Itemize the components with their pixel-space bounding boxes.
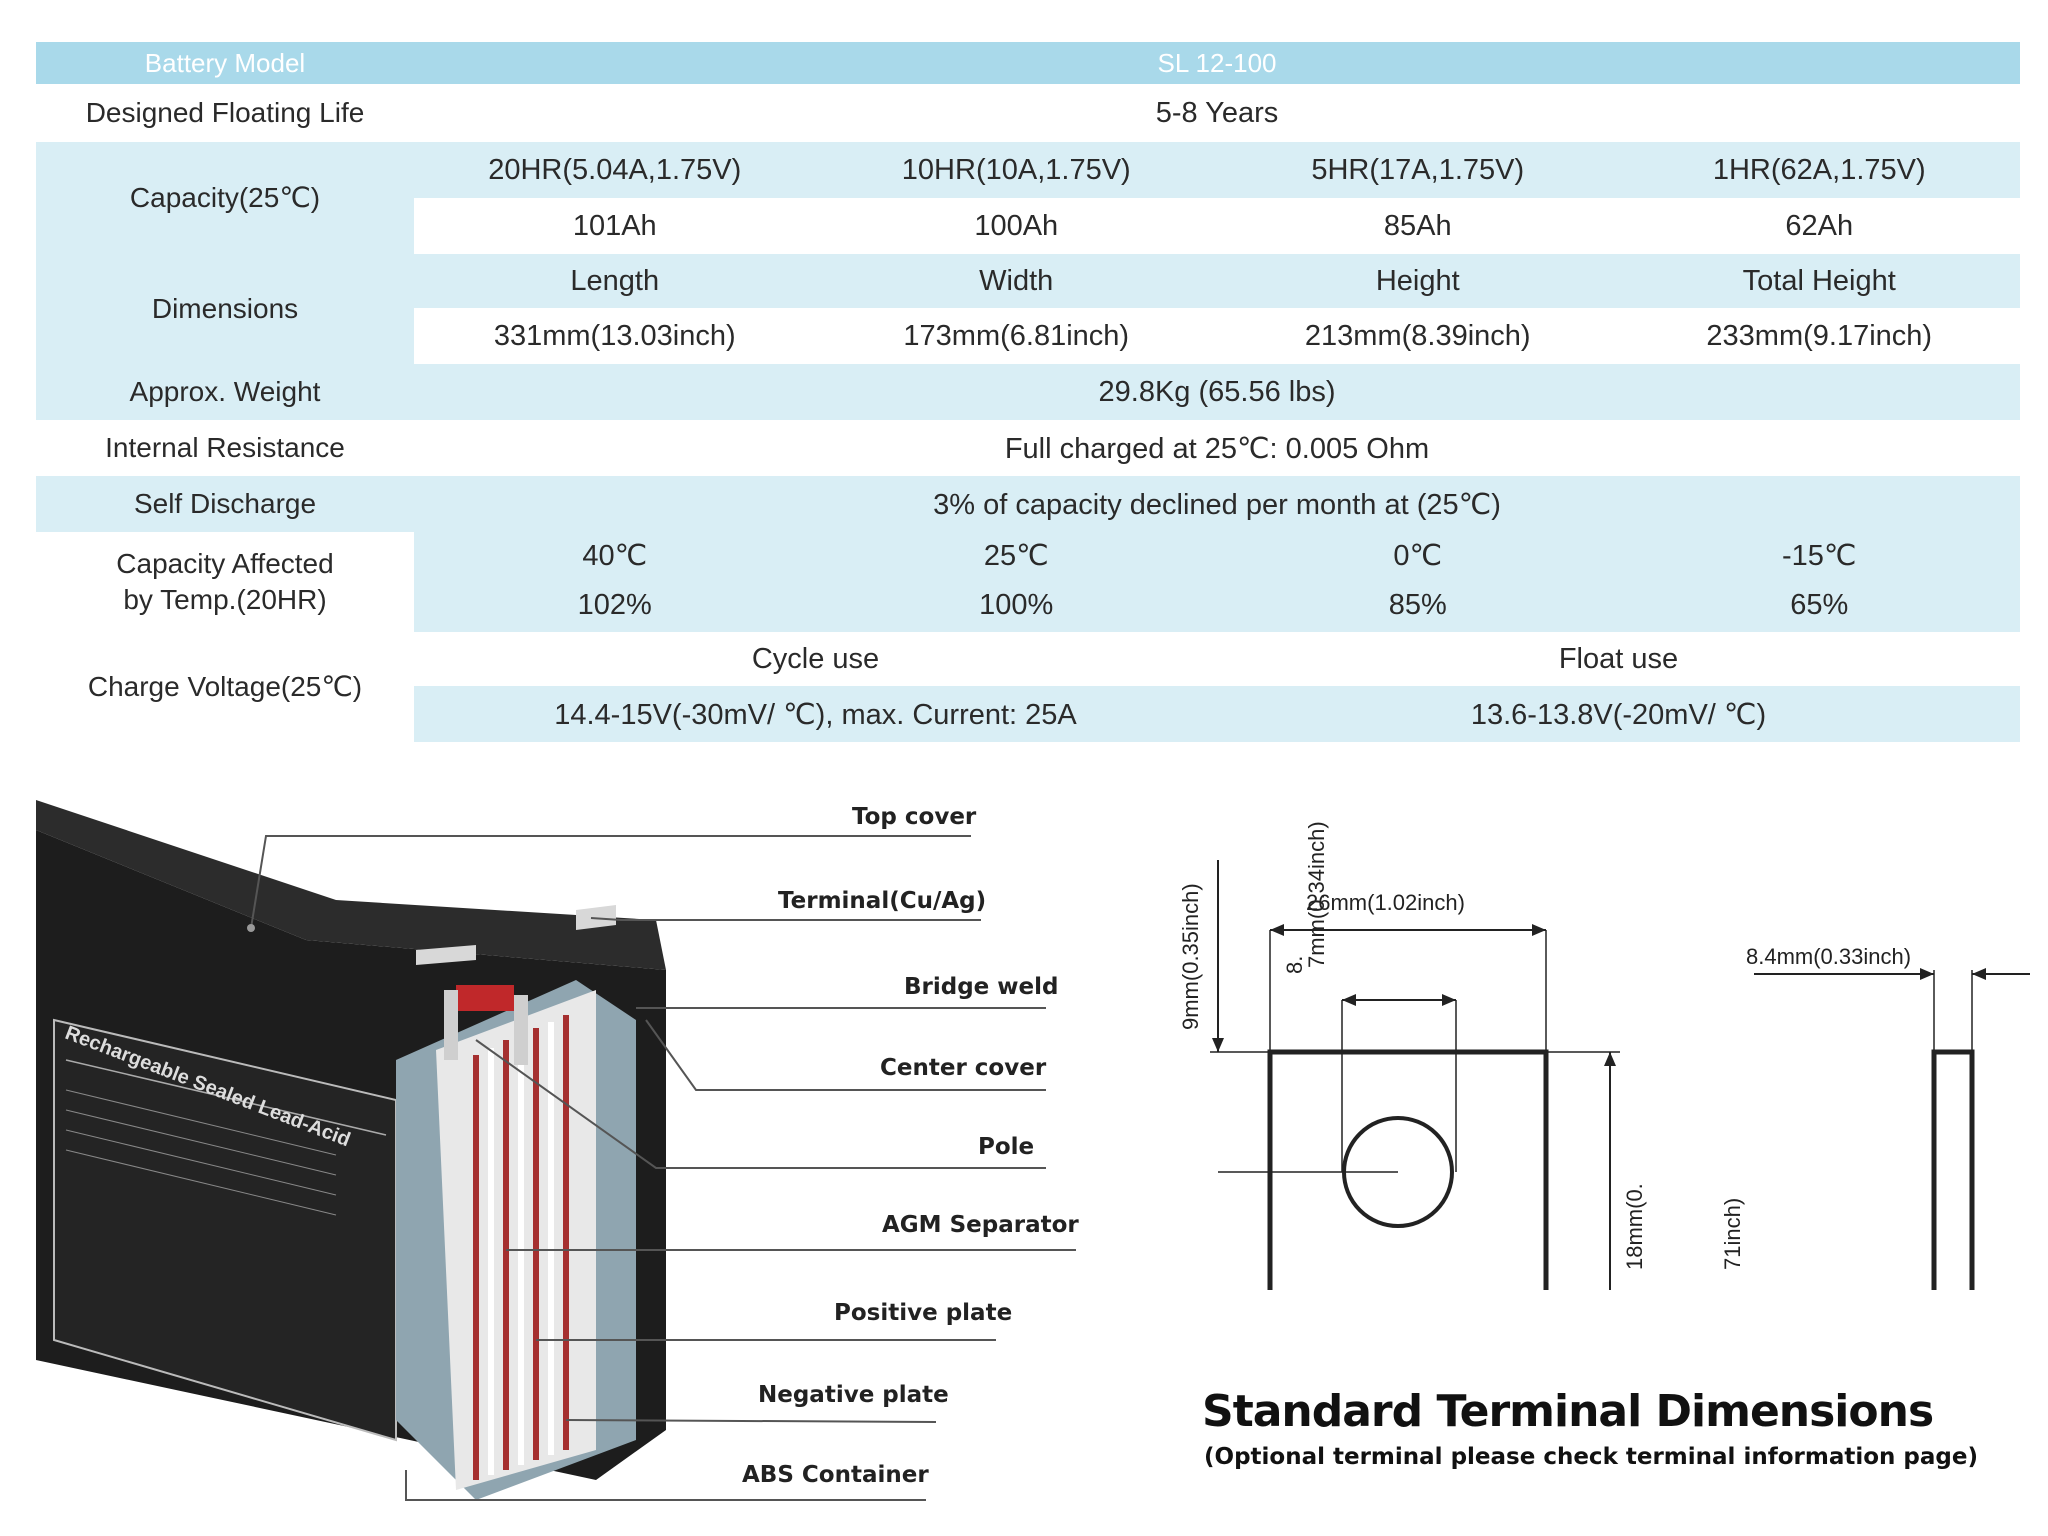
battery-cutaway-drawing [36, 800, 1076, 1501]
capacity-rate: 20HR(5.04A,1.75V) [488, 153, 742, 186]
battery-cutaway-illustration: Top cover Terminal(Cu/Ag) Bridge weld Ce… [36, 800, 1086, 1510]
dim-top-label: 9mm(0.35inch) [1178, 883, 1203, 1030]
capacity-rate: 10HR(10A,1.75V) [901, 153, 1131, 186]
spec-table: Battery Model SL 12-100 Designed Floatin… [36, 42, 2020, 742]
charge-mode: Float use [1558, 642, 1679, 675]
row-capacity: Capacity(25℃) 20HR(5.04A,1.75V) 10HR(10A… [36, 142, 2020, 254]
temp-value: 0℃ [1393, 539, 1443, 572]
floating-life-value: 5-8 Years [1155, 96, 1279, 129]
capacity-value: 85Ah [1383, 209, 1452, 242]
row-charge-voltage: Charge Voltage(25℃) Cycle use Float use … [36, 632, 2020, 742]
weight-value: 29.8Kg (65.56 lbs) [1098, 375, 1336, 408]
terminal-drawing [1183, 860, 2030, 1335]
dim-hole-label-b: 7mm(0.34inch) [1304, 821, 1329, 968]
dimension-name: Length [570, 264, 660, 297]
row-temp-capacity: Capacity Affected by Temp.(20HR) 40℃ 25℃… [36, 532, 2020, 632]
dimension-name: Total Height [1742, 264, 1896, 297]
capacity-value: 100Ah [974, 209, 1059, 242]
part-label: Top cover [852, 804, 977, 830]
part-label: Center cover [880, 1055, 1047, 1081]
part-label: ABS Container [742, 1462, 929, 1488]
temp-value: -15℃ [1782, 539, 1857, 572]
row-resistance: Internal Resistance Full charged at 25℃:… [36, 420, 2020, 476]
temp-percent: 102% [577, 588, 652, 621]
temp-value: 25℃ [983, 539, 1049, 572]
row-dimensions: Dimensions Length Width Height Total Hei… [36, 254, 2020, 364]
charge-value: 14.4-15V(-30mV/ ℃), max. Current: 25A [554, 698, 1077, 731]
floating-life-label: Designed Floating Life [85, 97, 365, 128]
dimension-value: 331mm(13.03inch) [493, 319, 736, 352]
row-weight: Approx. Weight 29.8Kg (65.56 lbs) [36, 364, 2020, 420]
dimension-value: 213mm(8.39inch) [1304, 319, 1531, 352]
dimension-name: Height [1375, 264, 1460, 297]
row-floating-life: Designed Floating Life 5-8 Years [36, 84, 2020, 142]
row-self-discharge: Self Discharge 3% of capacity declined p… [36, 476, 2020, 532]
table-header: Battery Model SL 12-100 [36, 42, 2020, 84]
terminal-diagram: 26mm(1.02inch) 9mm(0.35inch) 8. 7mm(0.34… [1170, 790, 2030, 1335]
dim-width-label: 26mm(1.02inch) [1306, 890, 1465, 915]
dimension-value: 173mm(6.81inch) [903, 319, 1130, 352]
part-label: Terminal(Cu/Ag) [778, 888, 987, 914]
weight-label: Approx. Weight [129, 376, 321, 407]
part-label: Negative plate [758, 1382, 949, 1408]
dimension-name: Width [979, 264, 1054, 297]
dimensions-label: Dimensions [151, 292, 299, 324]
part-label: Pole [978, 1134, 1035, 1160]
charge-voltage-label: Charge Voltage(25℃) [87, 670, 363, 702]
dim-height-label-b: 71inch) [1720, 1197, 1745, 1270]
part-label: AGM Separator [882, 1212, 1079, 1238]
temp-percent: 85% [1388, 588, 1447, 621]
dim-thickness-label: 8.4mm(0.33inch) [1746, 944, 1912, 969]
capacity-value: 101Ah [572, 209, 657, 242]
part-label: Bridge weld [904, 974, 1059, 1000]
capacity-label: Capacity(25℃) [129, 181, 321, 213]
dim-height-label-a: 18mm(0. [1622, 1183, 1647, 1270]
dimension-value: 233mm(9.17inch) [1706, 319, 1933, 352]
header-label: Battery Model [144, 47, 306, 78]
capacity-rate: 5HR(17A,1.75V) [1311, 153, 1525, 186]
part-label: Positive plate [834, 1300, 1013, 1326]
temp-percent: 65% [1790, 588, 1849, 621]
self-discharge-value: 3% of capacity declined per month at (25… [933, 488, 1501, 521]
capacity-rate: 1HR(62A,1.75V) [1712, 153, 1926, 186]
temp-capacity-label-2: by Temp.(20HR) [123, 584, 327, 615]
temp-value: 40℃ [582, 539, 648, 572]
terminal-subtitle: (Optional terminal please check terminal… [1204, 1444, 1978, 1470]
temp-capacity-label-1: Capacity Affected [116, 547, 334, 579]
self-discharge-label: Self Discharge [133, 488, 317, 519]
charge-value: 13.6-13.8V(-20mV/ ℃) [1470, 698, 1767, 731]
charge-mode: Cycle use [751, 642, 880, 675]
header-model: SL 12-100 [1157, 47, 1277, 78]
resistance-label: Internal Resistance [105, 432, 345, 463]
terminal-title: Standard Terminal Dimensions [1202, 1386, 1934, 1437]
resistance-value: Full charged at 25℃: 0.005 Ohm [1004, 432, 1430, 465]
temp-percent: 100% [979, 588, 1054, 621]
capacity-value: 62Ah [1785, 209, 1854, 242]
